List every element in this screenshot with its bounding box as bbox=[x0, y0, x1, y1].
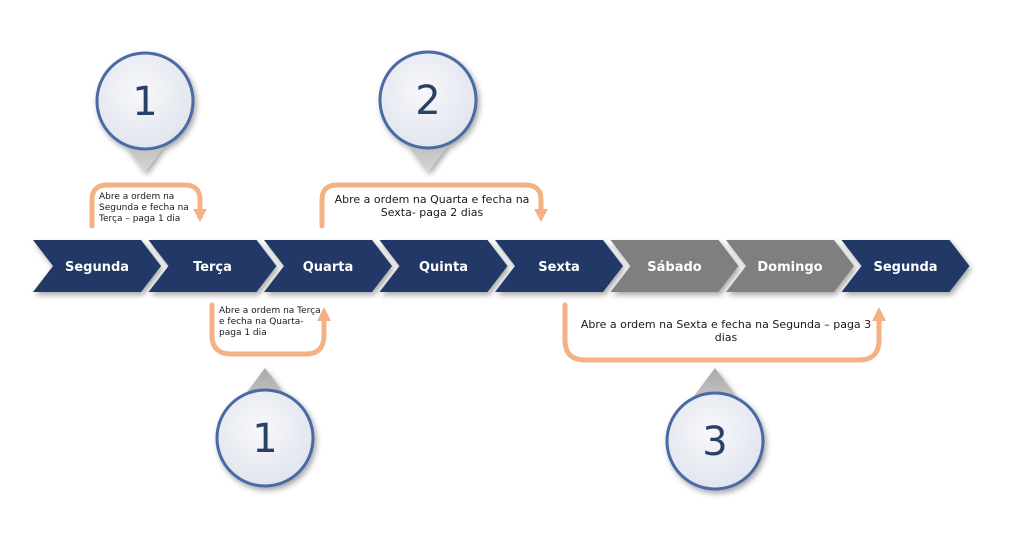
day-chevron-shape bbox=[495, 240, 623, 292]
day-label: Segunda bbox=[65, 260, 129, 275]
arrow-terca-quarta bbox=[209, 302, 331, 357]
day-chevron-shape bbox=[33, 240, 161, 292]
arrow-segunda-terca bbox=[89, 182, 207, 229]
day-label: Quarta bbox=[303, 260, 353, 275]
day-label: Sábado bbox=[647, 260, 702, 275]
day-chevron: Segunda bbox=[33, 240, 161, 292]
day-chevron-shape bbox=[726, 240, 854, 292]
step-number: 3 bbox=[702, 419, 727, 465]
day-label: Sexta bbox=[538, 260, 580, 275]
arrow-quarta-sexta bbox=[319, 182, 548, 229]
day-chevron: Quarta bbox=[264, 240, 392, 292]
step-number: 2 bbox=[415, 78, 440, 124]
day-chevrons: Segunda Terça Quarta Quinta Sexta Sábado Domin… bbox=[33, 240, 970, 292]
day-chevron-shape bbox=[841, 240, 970, 292]
note-quarta-sexta: Abre a ordem na Quarta e fecha na Sexta-… bbox=[334, 193, 530, 220]
day-chevron-shape bbox=[379, 240, 508, 292]
day-label: Segunda bbox=[873, 260, 937, 275]
note-terca-quarta: Abre a ordem na Terça e fecha na Quarta-… bbox=[219, 306, 321, 338]
note-sexta-segunda: Abre a ordem na Sexta e fecha na Segunda… bbox=[580, 318, 872, 345]
step-marker-1-bottom: 1 bbox=[215, 368, 315, 488]
step-marker-3-bottom: 3 bbox=[665, 368, 765, 491]
step-marker-2-top: 2 bbox=[378, 50, 478, 172]
day-chevron: Quinta bbox=[379, 240, 508, 292]
connector-arrows bbox=[89, 182, 886, 363]
day-chevron: Sábado bbox=[610, 240, 739, 292]
step-markers: 1 2 1 3 bbox=[95, 50, 765, 491]
arrow-sexta-segunda bbox=[562, 302, 886, 363]
step-number: 1 bbox=[252, 416, 277, 462]
day-label: Terça bbox=[193, 260, 232, 275]
day-label: Domingo bbox=[757, 260, 822, 275]
day-chevron: Segunda bbox=[841, 240, 970, 292]
note-segunda-terca: Abre a ordem na Segunda e fecha na Terça… bbox=[99, 192, 189, 224]
step-marker-1-top: 1 bbox=[95, 51, 195, 172]
step-number: 1 bbox=[132, 79, 157, 125]
day-chevron: Terça bbox=[148, 240, 277, 292]
day-chevron-shape bbox=[264, 240, 392, 292]
day-label: Quinta bbox=[419, 260, 468, 275]
day-chevron: Domingo bbox=[726, 240, 854, 292]
day-chevron-shape bbox=[610, 240, 739, 292]
day-chevron-shape bbox=[148, 240, 277, 292]
day-chevron: Sexta bbox=[495, 240, 623, 292]
